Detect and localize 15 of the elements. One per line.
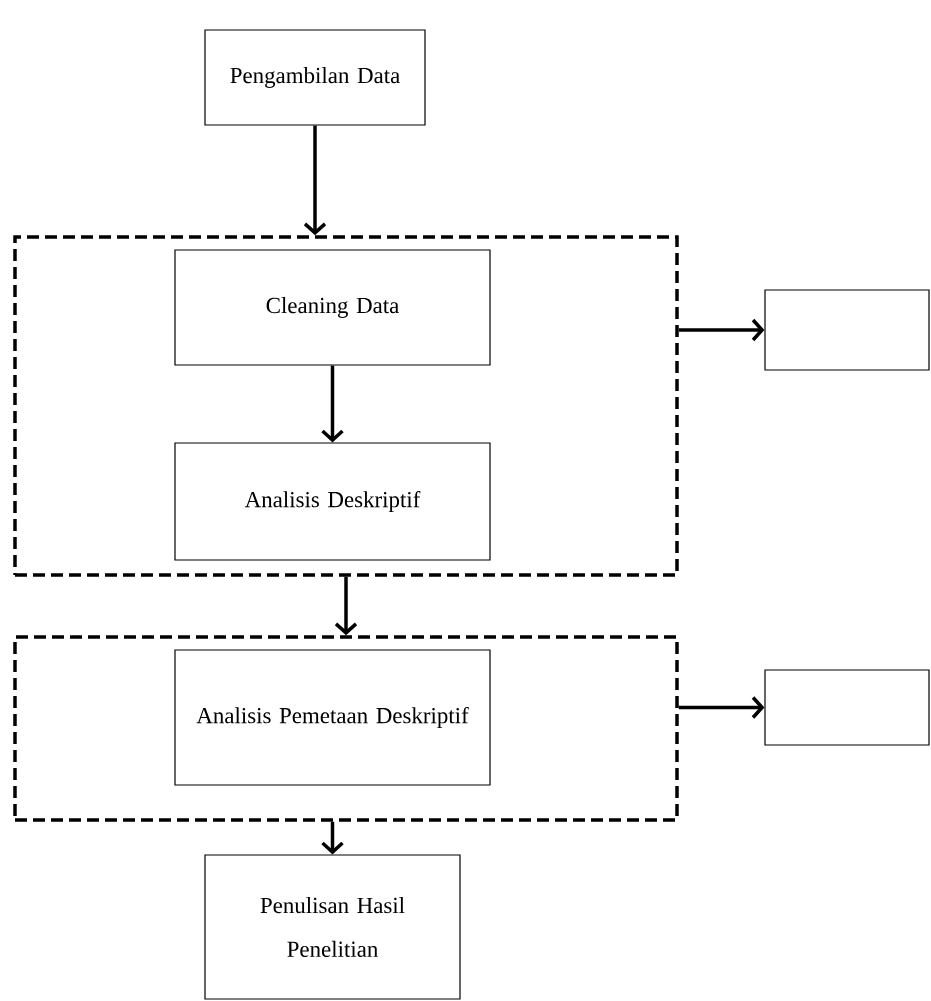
arrow: [678, 318, 765, 342]
process-box: Pengambilan Data: [204, 29, 426, 126]
dashed-group-box: [13, 235, 679, 577]
arrow: [321, 821, 344, 855]
dashed-group-box: [13, 635, 679, 822]
process-box: Cleaning Data: [174, 249, 491, 366]
arrow: [303, 125, 327, 236]
arrow: [334, 576, 358, 636]
arrow: [678, 696, 765, 719]
arrow: [321, 365, 344, 443]
process-box: Analisis Pemetaan Deskriptif: [174, 649, 491, 786]
process-box: Penulisan Hasil Penelitian: [204, 854, 461, 1000]
empty-box: [764, 669, 930, 746]
empty-box: [764, 289, 930, 371]
process-box: Analisis Deskriptif: [174, 442, 491, 561]
